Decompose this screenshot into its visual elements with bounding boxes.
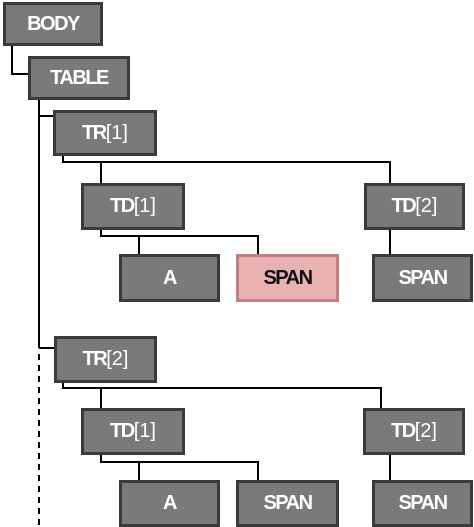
connector-tr1-td2 [101, 161, 391, 183]
node-tr2-td2-span: SPAN [372, 480, 473, 527]
connector-tr2-td2 [101, 387, 382, 408]
connector-tr1-td1-span [139, 235, 259, 256]
node-table-tag: TABLE [50, 66, 109, 89]
node-tr2-td1-index: [1] [133, 420, 156, 442]
connector-tr2-td1-a [100, 452, 140, 481]
node-tr1-td2-span-tag: SPAN [398, 266, 448, 289]
connector-tr2-td1 [62, 380, 102, 408]
node-tr1-td1-span-tag: SPAN [263, 266, 313, 289]
node-tr1-td2-tag: TD [391, 195, 417, 217]
node-tr1-index: [1] [105, 121, 128, 144]
node-tr2-td2: TD[2] [363, 408, 465, 455]
node-tr2-td2-index: [2] [414, 420, 437, 442]
node-tr2-td2-span-tag: SPAN [398, 492, 448, 514]
node-tr2: TR[2] [54, 336, 157, 383]
node-tr2-td1: TD[1] [81, 408, 185, 455]
node-tr2-td1-tag: TD [110, 420, 135, 442]
node-tr1: TR[1] [53, 110, 157, 156]
connector-tr1-td1-a [100, 228, 140, 256]
node-tr1-tag: TR [82, 121, 107, 144]
node-tr1-td1-index: [1] [133, 195, 156, 217]
node-table: TABLE [28, 56, 130, 100]
node-body: BODY [3, 2, 103, 46]
node-tr1-td2-span: SPAN [372, 254, 473, 302]
connector-tr2-td1-span [139, 461, 259, 481]
connector-body-table [11, 44, 30, 75]
node-tr1-td2-index: [2] [415, 195, 438, 217]
node-tr2-td2-tag: TD [391, 420, 416, 442]
node-tr1-td1: TD[1] [81, 183, 185, 230]
node-tr1-td1-a-tag: A [163, 266, 177, 289]
connector-tr1-td1 [62, 154, 102, 183]
node-tr1-td1-tag: TD [110, 195, 135, 217]
node-tr2-td1-a-tag: A [163, 492, 177, 514]
node-tr2-td1-a: A [119, 480, 220, 527]
node-tr2-tag: TR [82, 348, 108, 370]
node-body-tag: BODY [27, 12, 80, 35]
node-tr2-td1-span: SPAN [236, 480, 339, 527]
node-tr1-td1-span-highlighted: SPAN [236, 254, 339, 302]
node-tr1-td1-a: A [119, 254, 220, 302]
node-tr1-td2: TD[2] [364, 183, 465, 230]
node-tr2-index: [2] [106, 348, 129, 370]
node-tr2-td1-span-tag: SPAN [263, 492, 313, 514]
